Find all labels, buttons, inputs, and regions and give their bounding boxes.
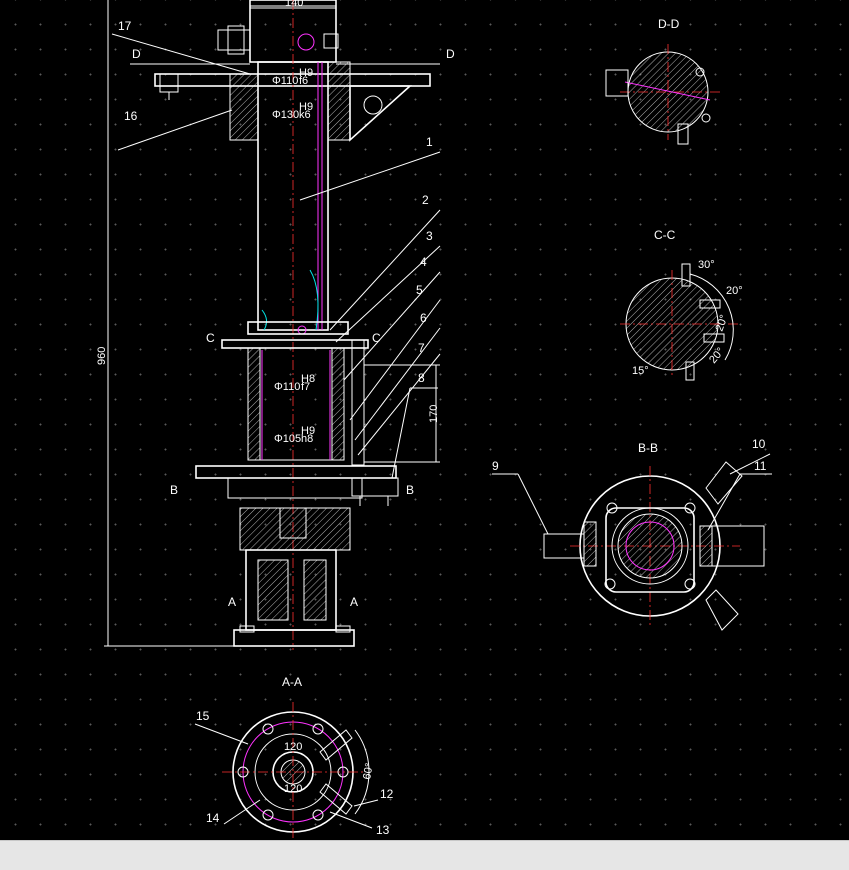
dim-cc-angle-2: 20° bbox=[726, 285, 743, 297]
dim-d3: Φ110 bbox=[274, 381, 300, 393]
part-number-1: 1 bbox=[426, 135, 433, 149]
part-number-12: 12 bbox=[380, 787, 394, 801]
section-title-aa: A-A bbox=[282, 675, 302, 689]
part-number-16: 16 bbox=[124, 109, 138, 123]
mark-a-left: A bbox=[228, 595, 236, 609]
main-elevation-view bbox=[154, 0, 440, 650]
mark-c-right: C bbox=[372, 331, 381, 345]
section-view-dd: D-D bbox=[605, 17, 720, 145]
dim-stroke: 170 bbox=[428, 405, 440, 423]
part-number-2: 2 bbox=[422, 193, 429, 207]
dim-d2: Φ130 bbox=[272, 109, 299, 121]
dim-d4-fit-upper: H9 bbox=[301, 425, 315, 437]
dim-d3-fit-upper: H8 bbox=[301, 373, 315, 385]
dim-d1: Φ110 bbox=[272, 75, 298, 87]
part-number-17: 17 bbox=[118, 19, 132, 33]
mark-b-right: B bbox=[406, 483, 414, 497]
dim-cc-angle-4: 20° bbox=[714, 313, 731, 333]
dim-aa-top: 120 bbox=[284, 741, 302, 753]
part-number-5: 5 bbox=[416, 283, 423, 297]
part-number-8: 8 bbox=[418, 371, 425, 385]
dim-top-width: 140 bbox=[285, 0, 303, 9]
part-number-11: 11 bbox=[754, 459, 767, 473]
section-view-cc: C-C 30° 20° 15° 20° 20° bbox=[620, 228, 743, 381]
section-view-aa: A-A 120 120 60° 15 12 13 14 bbox=[194, 675, 394, 842]
section-marks: D D C C B B A A bbox=[130, 47, 455, 609]
dim-aa-angle: 60° bbox=[361, 762, 376, 780]
dim-overall-height: 960 bbox=[96, 347, 108, 365]
dim-d3-fit-lower: f7 bbox=[301, 381, 310, 393]
cad-drawing-viewport[interactable]: 140 960 170 Φ110 H9 f6 Φ130 H9 k6 Φ110 H… bbox=[0, 0, 849, 842]
part-leaders: 1 2 3 4 5 6 7 8 16 17 bbox=[111, 19, 441, 479]
dim-d2-fit-upper: H9 bbox=[299, 101, 313, 113]
dim-d4: Φ105 bbox=[274, 433, 301, 445]
section-title-bb: B-B bbox=[638, 441, 658, 455]
section-title-cc: C-C bbox=[654, 228, 676, 242]
mark-c-left: C bbox=[206, 331, 215, 345]
part-number-3: 3 bbox=[426, 229, 433, 243]
assembly-drawing: 140 960 170 Φ110 H9 f6 Φ130 H9 k6 Φ110 H… bbox=[96, 0, 772, 842]
part-number-13: 13 bbox=[376, 823, 390, 837]
mark-d-left: D bbox=[132, 47, 141, 61]
dim-aa-bottom: 120 bbox=[284, 783, 302, 795]
mark-a-right: A bbox=[350, 595, 358, 609]
part-number-6: 6 bbox=[420, 311, 427, 325]
dim-d4-fit-lower: h8 bbox=[301, 433, 313, 445]
section-title-dd: D-D bbox=[658, 17, 680, 31]
status-bar bbox=[0, 840, 849, 870]
part-number-9: 9 bbox=[492, 459, 499, 473]
mark-b-left: B bbox=[170, 483, 178, 497]
section-view-bb: B-B 9 10 11 bbox=[492, 437, 772, 631]
dim-d1-fit-upper: H9 bbox=[299, 67, 313, 79]
overall-dimensions: 140 960 170 Φ110 H9 f6 Φ130 H9 k6 Φ110 H… bbox=[96, 0, 440, 647]
dim-d2-fit-lower: k6 bbox=[299, 109, 311, 121]
dim-cc-angle-1: 30° bbox=[698, 259, 715, 271]
dim-d1-fit-lower: f6 bbox=[299, 75, 308, 87]
part-number-7: 7 bbox=[418, 341, 425, 355]
dim-cc-angle-3: 15° bbox=[632, 365, 649, 377]
part-number-15: 15 bbox=[196, 709, 210, 723]
part-number-14: 14 bbox=[206, 811, 220, 825]
mark-d-right: D bbox=[446, 47, 455, 61]
part-number-4: 4 bbox=[420, 255, 427, 269]
part-number-10: 10 bbox=[752, 437, 766, 451]
